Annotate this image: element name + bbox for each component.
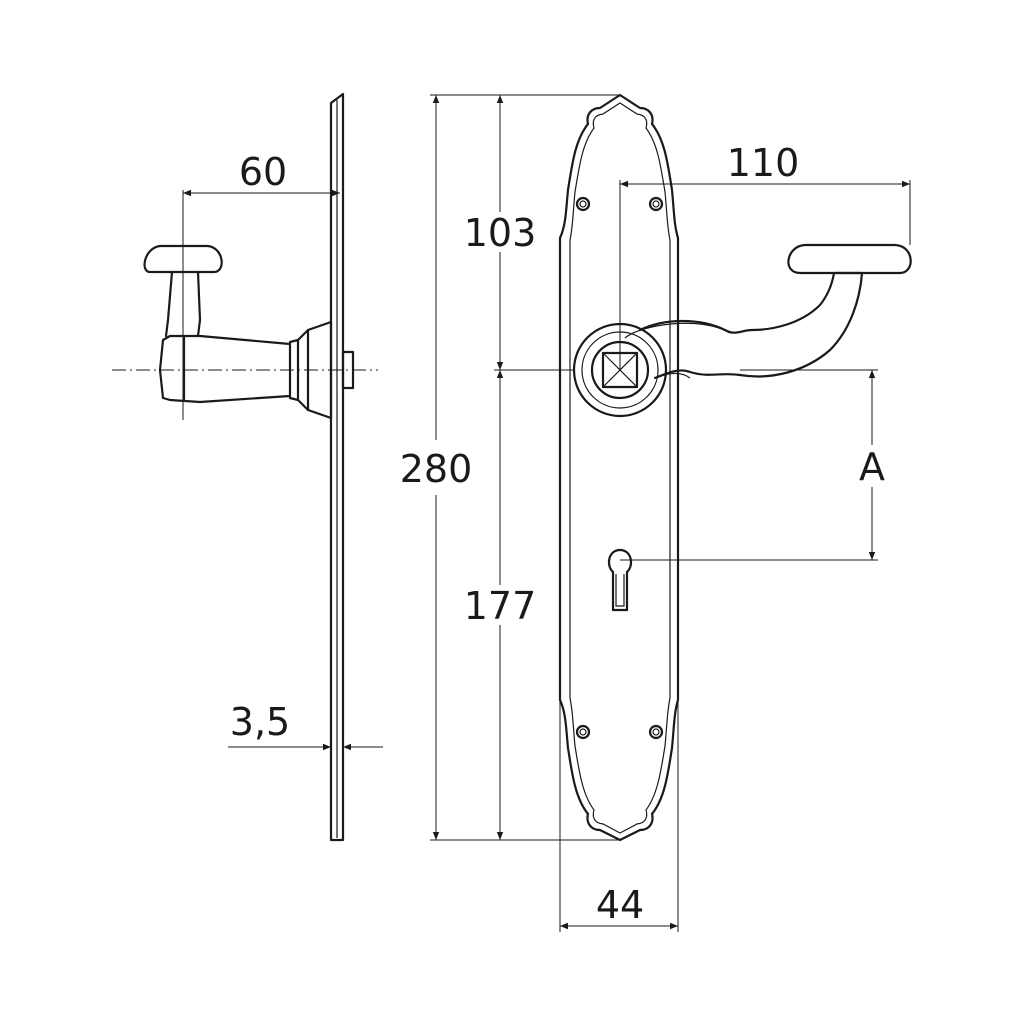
- front-knob: [787, 243, 912, 275]
- dim-a-label: A: [859, 445, 885, 489]
- side-lever-neck: [158, 334, 292, 404]
- dim-280-label: 280: [400, 447, 473, 491]
- screw-holes: [575, 196, 664, 740]
- front-view: 280 103 177 110 A 44: [400, 93, 912, 932]
- dim-44-label: 44: [596, 883, 644, 927]
- dim-103-label: 103: [464, 211, 537, 255]
- side-view: 60 3,5: [112, 92, 383, 842]
- keyhole: [607, 548, 633, 612]
- dim-177-label: 177: [464, 584, 537, 628]
- front-lever: [638, 271, 864, 380]
- dim-110-label: 110: [727, 141, 800, 185]
- side-knob: [143, 244, 223, 274]
- side-backplate: [329, 92, 345, 842]
- side-lever-stem: [164, 270, 202, 402]
- dim-3-5-label: 3,5: [230, 700, 290, 744]
- dim-60-label: 60: [239, 150, 287, 194]
